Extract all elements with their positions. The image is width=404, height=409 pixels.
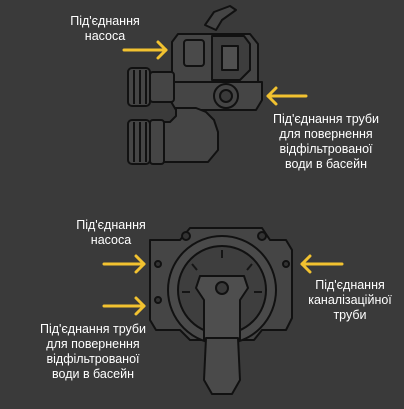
- top-view-valve: [149, 227, 293, 395]
- side-handle-lever: [204, 5, 237, 31]
- side-valve-window: [183, 39, 205, 67]
- label-bottom-sewer-connection: Під'єднання каналізаційної труби: [308, 278, 392, 322]
- arrow-top-pump: [122, 40, 168, 60]
- label-top-return-connection: Під'єднання труби для повернення відфіль…: [272, 112, 380, 171]
- side-elbow-pipe: [149, 107, 219, 163]
- arrow-bottom-return: [102, 296, 146, 316]
- top-view-handle-grip: [203, 337, 241, 395]
- side-upper-connector-body: [149, 71, 175, 103]
- arrow-top-return: [266, 86, 308, 106]
- label-bottom-return-connection: Під'єднання труби для повернення відфіль…: [39, 322, 147, 381]
- side-view-valve: [127, 5, 263, 165]
- label-bottom-pump-connection: Під'єднання насоса: [76, 218, 146, 247]
- arrow-bottom-sewer: [300, 254, 344, 274]
- top-view-handle: [195, 275, 249, 341]
- label-top-pump-connection: Під'єднання насоса: [70, 14, 140, 43]
- arrow-bottom-pump: [102, 254, 146, 274]
